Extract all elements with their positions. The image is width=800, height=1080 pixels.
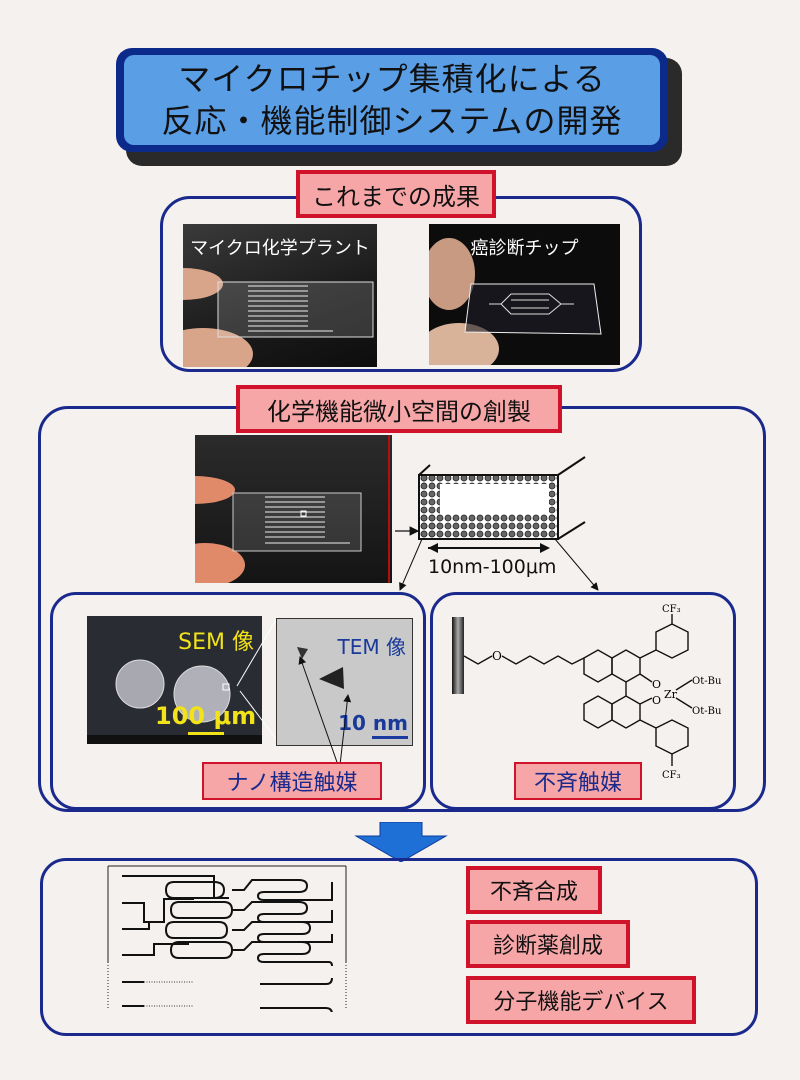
sem-label: SEM 像: [178, 630, 254, 655]
scale-arrow-left: [428, 543, 438, 553]
sem-image: SEM 像 100 μm: [87, 616, 262, 744]
down-arrow-icon: [354, 822, 448, 862]
outcome-molecular-device: 分子機能デバイス: [466, 976, 696, 1024]
glass-chip: [464, 283, 602, 335]
tem-scale-label: 10 nm: [338, 711, 408, 735]
beads-right: [549, 476, 557, 538]
perspective-line: [418, 464, 431, 476]
cf3-bottom: CF₃: [662, 770, 681, 781]
asymmetric-catalyst-panel: [430, 592, 736, 810]
outcome-label-text: 診断薬創成: [492, 934, 603, 959]
outcome-diagnostic-drug: 診断薬創成: [466, 920, 630, 968]
sem-scale-label: 100 μm: [155, 702, 257, 730]
beads-bottom: [420, 514, 557, 538]
sem-info-bar: [87, 735, 262, 744]
results-label-text: これまでの成果: [312, 182, 480, 211]
tem-scale-bar: [372, 736, 408, 739]
nanoparticle: [319, 667, 344, 689]
arrow-to-asym: [554, 538, 599, 591]
integrated-chip-layout: [107, 865, 347, 1012]
outcomes-panel: [40, 858, 758, 1036]
zoom-marker: [300, 510, 307, 517]
zoom-lines: [236, 617, 278, 741]
page-title: マイクロチップ集積化による 反応・機能制御システムの開発: [124, 55, 660, 145]
beads-top: [420, 476, 557, 484]
photo-caption-plant: マイクロ化学プラント: [190, 238, 370, 259]
zoom-marker: [222, 683, 230, 691]
outcome-label-text: 不斉合成: [489, 880, 578, 905]
finger-top: [429, 238, 475, 310]
photo-edge: [388, 435, 390, 583]
chip-closeup-drawing: [195, 435, 390, 583]
finger-bottom: [429, 323, 499, 365]
photo-microchemical-plant: マイクロ化学プラント: [183, 224, 377, 367]
oxygen-1: O: [652, 678, 661, 691]
finger-bottom: [183, 328, 253, 367]
chip-photo-drawing: [183, 268, 374, 367]
nano-catalyst-panel: [50, 592, 426, 810]
microsphere: [115, 659, 165, 709]
title-line-1: マイクロチップ集積化による: [178, 60, 606, 98]
finger-top: [183, 268, 223, 300]
results-label: これまでの成果: [296, 170, 496, 218]
arrow-to-nano: [399, 538, 423, 591]
asymmetric-catalyst-label-text: 不斉触媒: [533, 771, 622, 796]
nano-catalyst-label-text: ナノ構造触媒: [226, 771, 358, 796]
otbu-2: Ot-Bu: [692, 706, 722, 717]
diagnosis-chip-drawing: [429, 238, 602, 365]
microsphere: [173, 665, 231, 723]
nanoparticle: [297, 647, 308, 659]
perspective-line: [557, 521, 586, 540]
finger-top: [195, 476, 235, 504]
solid-support: [452, 617, 464, 694]
otbu-1: Ot-Bu: [692, 676, 722, 687]
ether-oxygen: O: [492, 649, 502, 663]
sem-drawing: [87, 659, 262, 744]
outcome-label-text: 分子機能デバイス: [493, 990, 669, 1015]
binol-zr-structure: O O O Zr Ot-Bu Ot-Bu CF₃ CF₃: [452, 604, 722, 781]
microspace-label-text: 化学機能微小空間の創製: [267, 397, 531, 426]
glass-chip: [217, 281, 374, 338]
nano-catalyst-label: ナノ構造触媒: [202, 762, 382, 800]
perspective-line: [557, 456, 586, 476]
photo-chip-closeup: [195, 435, 392, 583]
outcome-asymmetric-synthesis: 不斉合成: [466, 866, 602, 914]
microspace-label: 化学機能微小空間の創製: [236, 385, 562, 433]
photo-cancer-diagnosis-chip: 癌診断チップ: [429, 224, 620, 365]
beads-left: [420, 476, 440, 538]
zirconium: Zr: [664, 688, 678, 701]
sem-scale-bar: [188, 732, 224, 735]
scale-label: 10nm-100μm: [428, 556, 557, 578]
oxygen-2: O: [652, 694, 661, 707]
finger-bottom: [195, 543, 245, 583]
scale-arrow-right: [540, 543, 550, 553]
photo-caption-diagnosis: 癌診断チップ: [470, 238, 579, 259]
tem-label: TEM 像: [337, 635, 406, 659]
tem-drawing: [297, 647, 408, 739]
cf3-top: CF₃: [662, 604, 681, 615]
molecule-bonds: [463, 614, 693, 766]
channel-diagram: [395, 456, 599, 591]
tem-pointer-arrows: [298, 656, 352, 766]
title-line-2: 反応・機能制御システムの開発: [161, 102, 623, 140]
asymmetric-catalyst-label: 不斉触媒: [514, 762, 642, 800]
channel-network: [122, 875, 333, 1012]
